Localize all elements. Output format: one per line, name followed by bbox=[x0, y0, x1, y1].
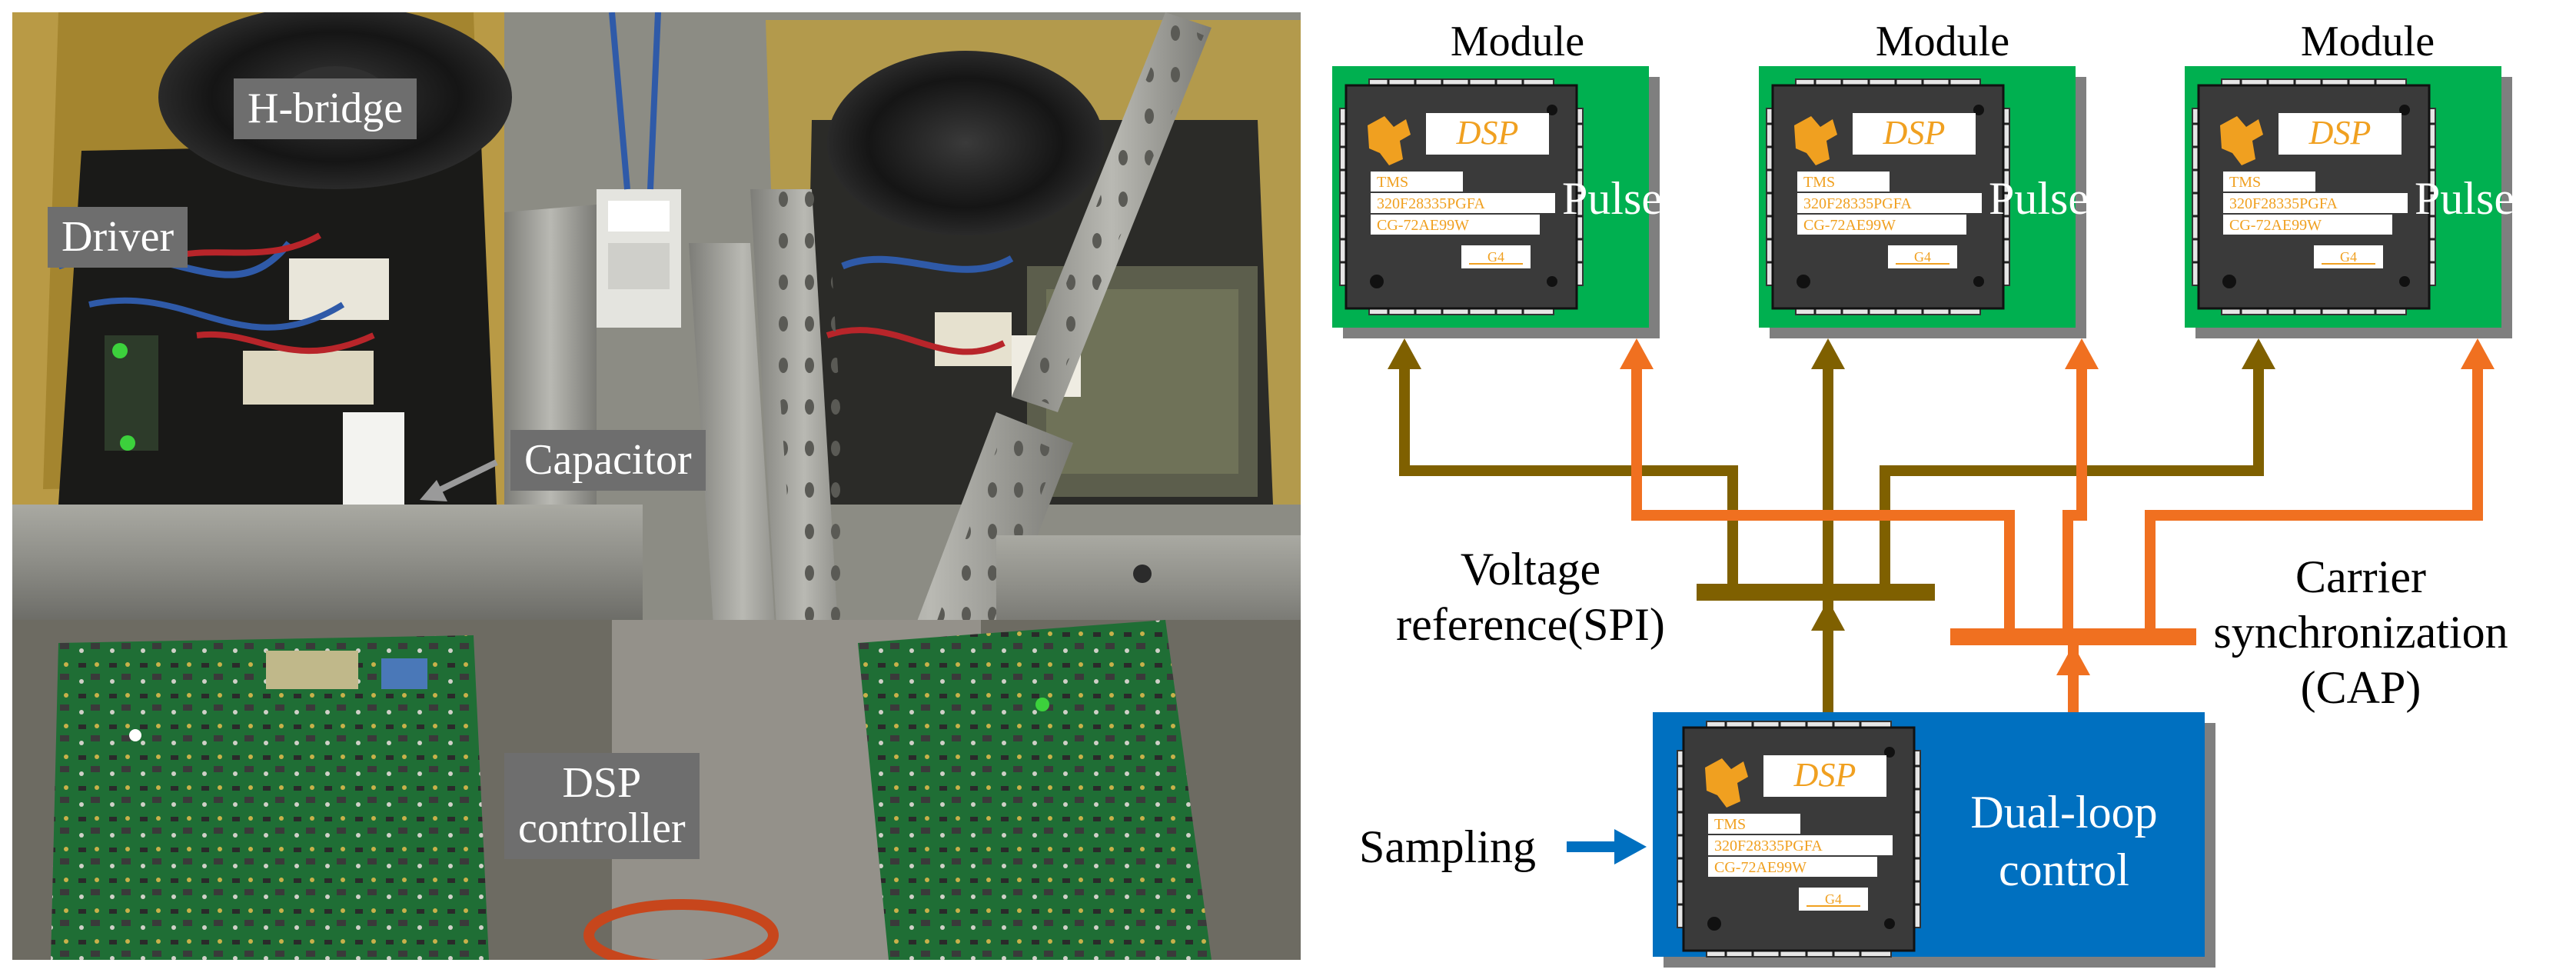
carrier-label-line3: (CAP) bbox=[2301, 662, 2421, 713]
dsp-controller-label-line1: DSP bbox=[562, 759, 642, 807]
module-3-chip-line4: G4 bbox=[2340, 249, 2357, 265]
module-1-chip-line4: G4 bbox=[1487, 249, 1504, 265]
module-1-chip-line2: 320F28335PGFA bbox=[1377, 195, 1485, 212]
module-2: DSP TMS 320F28335PGFA CG-72AE99W G4 Puls… bbox=[1759, 66, 2089, 338]
voltage-arrow-bus bbox=[1811, 600, 1845, 631]
module-2-chip-line3: CG-72AE99W bbox=[1803, 217, 1896, 234]
voltage-arrow-module-1 bbox=[1388, 338, 1421, 369]
voltage-arrow-module-2 bbox=[1811, 338, 1845, 369]
module-3-title: Module bbox=[2301, 18, 2435, 65]
h-bridge-label: H-bridge bbox=[234, 78, 417, 139]
capacitor-label: Capacitor bbox=[510, 430, 706, 491]
module-3-chip-brand: DSP bbox=[2308, 114, 2372, 152]
voltage-reference-label-line2: reference(SPI) bbox=[1396, 599, 1665, 650]
controller-chip-line4: G4 bbox=[1825, 891, 1842, 907]
module-1-chip-brand: DSP bbox=[1456, 114, 1519, 152]
module-2-chip-line1: TMS bbox=[1803, 174, 1835, 191]
carrier-arrow-module-3 bbox=[2461, 338, 2495, 369]
voltage-bus-branch-1 bbox=[1399, 361, 1738, 592]
module-1-dsp-chip: DSP TMS 320F28335PGFA CG-72AE99W G4 bbox=[1338, 78, 1584, 316]
voltage-reference-label-line1: Voltage bbox=[1461, 544, 1600, 595]
sampling-label: Sampling bbox=[1359, 821, 1536, 872]
module-2-chip-line4: G4 bbox=[1914, 249, 1931, 265]
module-2-dsp-chip: DSP TMS 320F28335PGFA CG-72AE99W G4 bbox=[1765, 78, 2011, 316]
controller-chip-line1: TMS bbox=[1714, 816, 1746, 833]
driver-label: Driver bbox=[48, 207, 188, 268]
carrier-arrow-module-2 bbox=[2065, 338, 2099, 369]
controller-chip-line3: CG-72AE99W bbox=[1714, 859, 1807, 876]
voltage-reference-bus bbox=[1399, 361, 2264, 715]
module-1: DSP TMS 320F28335PGFA CG-72AE99W G4 Puls… bbox=[1332, 66, 1662, 338]
module-2-chip-brand: DSP bbox=[1883, 114, 1946, 152]
carrier-bus-arrowheads bbox=[1620, 338, 2495, 675]
module-1-chip-line1: TMS bbox=[1377, 174, 1408, 191]
module-1-title: Module bbox=[1451, 18, 1584, 65]
carrier-arrow-bus bbox=[2056, 645, 2090, 675]
voltage-bus-arrowheads bbox=[1388, 338, 2275, 631]
carrier-synchronization-bus bbox=[1631, 361, 2483, 715]
controller-label-line2: control bbox=[1999, 844, 2129, 895]
module-1-chip-line3: CG-72AE99W bbox=[1377, 217, 1469, 234]
carrier-bus-branch-1 bbox=[1631, 361, 2015, 637]
controller-chip-line2: 320F28335PGFA bbox=[1714, 838, 1823, 854]
controller-dsp-chip: DSP TMS 320F28335PGFA CG-72AE99W G4 bbox=[1676, 720, 1922, 958]
carrier-bus-branch-2 bbox=[2062, 361, 2087, 637]
carrier-label-line2: synchronization bbox=[2213, 607, 2508, 658]
carrier-arrow-module-1 bbox=[1620, 338, 1654, 369]
carrier-label-line1: Carrier bbox=[2295, 551, 2426, 602]
module-2-pulse-label: Pulse bbox=[1989, 173, 2089, 224]
module-3-dsp-chip: DSP TMS 320F28335PGFA CG-72AE99W G4 bbox=[2191, 78, 2437, 316]
module-1-pulse-label: Pulse bbox=[1562, 173, 1662, 224]
module-2-title: Module bbox=[1876, 18, 2009, 65]
controller-chip-brand: DSP bbox=[1793, 756, 1856, 794]
carrier-bus-branch-3 bbox=[2145, 361, 2483, 637]
module-3-pulse-label: Pulse bbox=[2415, 173, 2515, 224]
voltage-arrow-module-3 bbox=[2242, 338, 2275, 369]
module-3: DSP TMS 320F28335PGFA CG-72AE99W G4 Puls… bbox=[2185, 66, 2515, 338]
hardware-photo: H-bridge Driver Capacitor DSP controller bbox=[12, 12, 1301, 960]
module-3-chip-line3: CG-72AE99W bbox=[2229, 217, 2322, 234]
carrier-synchronization-label: Carrier synchronization (CAP) bbox=[2213, 551, 2508, 713]
voltage-reference-label: Voltage reference(SPI) bbox=[1396, 544, 1665, 650]
module-3-chip-line2: 320F28335PGFA bbox=[2229, 195, 2338, 212]
dsp-controller-label-line2: controller bbox=[518, 804, 686, 852]
module-3-chip-line1: TMS bbox=[2229, 174, 2261, 191]
sampling-arrowhead bbox=[1614, 829, 1647, 864]
voltage-bus-branch-3 bbox=[1880, 361, 2264, 592]
controller-label-line1: Dual-loop bbox=[1970, 787, 2157, 838]
module-2-chip-line2: 320F28335PGFA bbox=[1803, 195, 1912, 212]
dsp-controller-label: DSP controller bbox=[504, 753, 700, 859]
dual-loop-controller: DSP TMS 320F28335PGFA CG-72AE99W G4 Dual… bbox=[1653, 712, 2215, 968]
